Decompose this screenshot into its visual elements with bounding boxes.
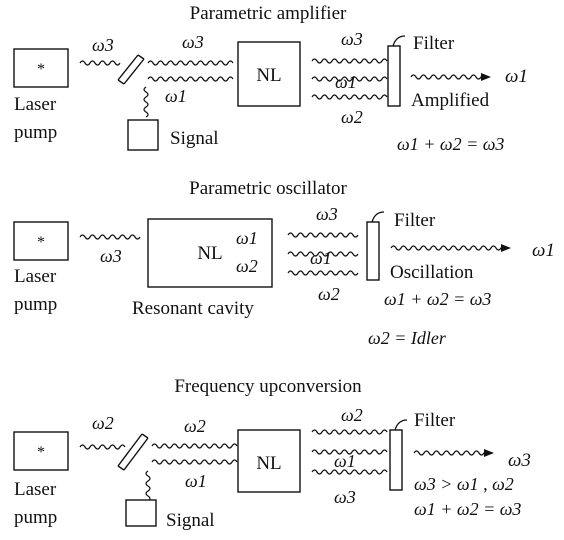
- nl-crystal-label: NL: [256, 453, 281, 474]
- nl-crystal-box: [237, 41, 301, 107]
- pump-symbol: *: [37, 61, 45, 78]
- output-beam-top-label: ω2: [341, 405, 363, 425]
- frequency-relation: ω1 + ω2 = ω3: [414, 499, 521, 519]
- output-beam-bottom-label: ω3: [334, 487, 356, 507]
- cavity-mode-1: ω1: [236, 228, 258, 248]
- panel-title: Parametric oscillator: [189, 178, 347, 199]
- output-beam-bottom-label: ω2: [318, 284, 340, 304]
- signal-label: Signal: [170, 128, 219, 149]
- output-beam-bottom: [311, 94, 388, 100]
- signal-source-box: [127, 119, 159, 151]
- output-beam-bottom: [311, 469, 388, 475]
- signal-beam: [145, 470, 151, 502]
- panel-title: Parametric amplifier: [190, 3, 347, 24]
- laser-pump-box: [13, 431, 69, 471]
- filter-label: Filter: [414, 410, 456, 431]
- filter: [366, 221, 380, 281]
- pump-symbol: *: [37, 234, 45, 251]
- output-beam-top-label: ω3: [316, 204, 338, 224]
- oscillation-label: Oscillation: [390, 262, 474, 283]
- output-beam-mid: [287, 251, 359, 257]
- pump-symbol: *: [37, 444, 45, 461]
- filter-leader-line: [371, 211, 385, 223]
- laser-label: Laser: [14, 266, 57, 287]
- signal-source-box: [125, 499, 157, 527]
- output-beam-mid-label: ω1: [310, 248, 332, 268]
- pump-beam: [79, 60, 121, 66]
- filter-leader-line: [394, 419, 408, 431]
- panel-frequency-upconversion: Frequency upconversion * Laser pump ω2 ω…: [13, 376, 531, 531]
- filter-label: Filter: [394, 210, 436, 231]
- pump-label: pump: [14, 294, 57, 315]
- pump-beam-label: ω3: [100, 246, 122, 266]
- resonant-cavity-box: [147, 218, 273, 288]
- filter-leader-line: [392, 35, 406, 47]
- mixed-beam-bottom-label: ω1: [165, 86, 187, 106]
- pump-beam-label: ω3: [92, 35, 114, 55]
- oscillation-output-label: ω1: [532, 240, 555, 261]
- panel-parametric-oscillator: Parametric oscillator * Laser pump ω3 NL…: [13, 178, 555, 348]
- nl-crystal-label: NL: [256, 65, 281, 86]
- beam-combiner-mirror: [117, 433, 149, 471]
- output-beam-top: [287, 232, 359, 238]
- filter: [389, 429, 403, 491]
- laser-label: Laser: [14, 479, 57, 500]
- frequency-relation: ω1 + ω2 = ω3: [397, 134, 504, 154]
- output-beam-top-label: ω3: [341, 29, 363, 49]
- pump-beam: [79, 444, 126, 450]
- mixed-beam-top-label: ω2: [184, 416, 206, 436]
- mixed-beam-bottom: [151, 459, 238, 465]
- panel-title: Frequency upconversion: [174, 376, 362, 397]
- amplified-output-label: ω1: [505, 66, 528, 87]
- panel-parametric-amplifier: Parametric amplifier * Laser pump ω3 ω3 …: [13, 3, 528, 154]
- amplified-output-beam: [410, 73, 491, 81]
- filter-label: Filter: [413, 33, 455, 54]
- mixed-beam-bottom: [147, 76, 234, 82]
- beam-combiner-mirror: [117, 54, 145, 85]
- nl-crystal-label: NL: [197, 243, 222, 264]
- laser-pump-box: [13, 48, 69, 88]
- laser-label: Laser: [14, 94, 57, 115]
- output-beam-top: [311, 429, 388, 435]
- mixed-beam-top: [147, 60, 234, 66]
- pump-beam: [79, 234, 141, 240]
- idler-relation: ω2 = Idler: [368, 328, 447, 348]
- laser-pump-box: [13, 221, 69, 261]
- signal-label: Signal: [166, 510, 215, 531]
- output-beam-bottom-label: ω2: [341, 107, 363, 127]
- output-beam-top: [311, 58, 388, 64]
- nl-crystal-box: [237, 429, 301, 493]
- cavity-mode-2: ω2: [236, 256, 258, 276]
- output-beam-mid: [311, 449, 388, 455]
- pump-label: pump: [14, 122, 57, 143]
- output-beam-mid-label: ω1: [335, 72, 357, 92]
- frequency-condition: ω3 > ω1 , ω2: [414, 474, 514, 494]
- upconverted-output-beam: [413, 449, 494, 457]
- amplified-label: Amplified: [411, 90, 490, 111]
- pump-beam-label: ω2: [92, 413, 114, 433]
- mixed-beam-bottom-label: ω1: [185, 471, 207, 491]
- cavity-label: Resonant cavity: [132, 298, 254, 319]
- frequency-relation: ω1 + ω2 = ω3: [384, 289, 491, 309]
- pump-label: pump: [14, 507, 57, 528]
- mixed-beam-top-label: ω3: [182, 32, 204, 52]
- output-beam-mid-label: ω1: [334, 451, 356, 471]
- output-beam-mid: [311, 76, 388, 82]
- output-beam-bottom: [287, 270, 359, 276]
- filter: [387, 45, 401, 107]
- mixed-beam-top: [151, 443, 238, 449]
- upconverted-output-label: ω3: [508, 450, 531, 471]
- signal-beam: [143, 86, 149, 118]
- oscillation-output-beam: [390, 244, 511, 252]
